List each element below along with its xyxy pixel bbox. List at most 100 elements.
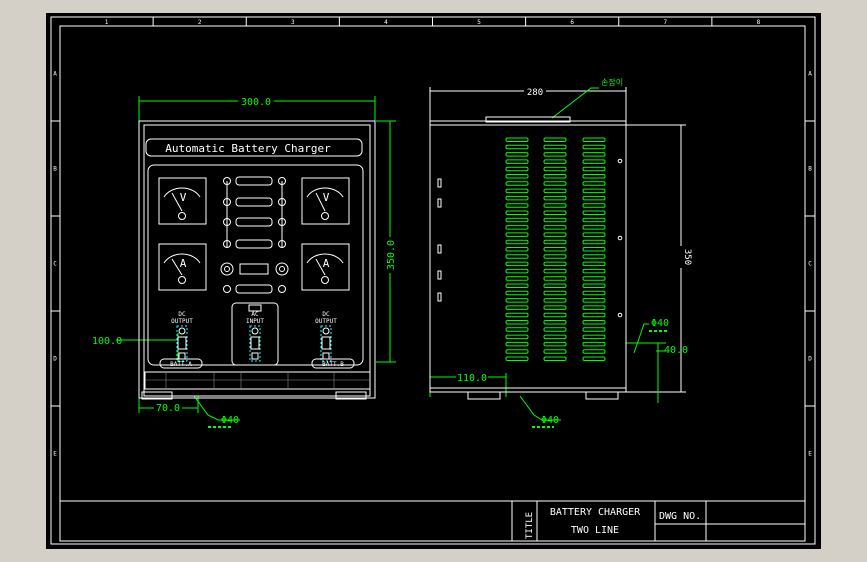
outer-frame: [50, 16, 816, 545]
vent-slot: [543, 166, 567, 172]
vent-slot: [543, 268, 567, 274]
vent-slot: [505, 276, 529, 281]
vent-slot: [505, 144, 529, 150]
vent-slot: [543, 290, 567, 296]
vent-slot: [505, 298, 529, 303]
column-mark: 3: [291, 19, 295, 26]
vent-slot: [505, 174, 529, 179]
vent-slot: [582, 276, 606, 281]
row-mark-left: C: [53, 261, 57, 268]
front-width-dimension: 300.0: [138, 95, 376, 121]
vent-slot: [543, 217, 567, 223]
vent-slot: [543, 152, 567, 157]
ammeter-left: A: [158, 243, 207, 291]
vent-slot: [582, 152, 606, 157]
vent-slot: [543, 203, 567, 208]
vent-slot: [582, 334, 606, 340]
vent-slot: [543, 159, 567, 164]
handle-leader: 손잡이: [551, 77, 623, 119]
vent-slot: [582, 203, 606, 208]
row-mark-right: D: [808, 356, 812, 363]
side-height-label: 350: [682, 249, 692, 265]
ammeter-left-glyph: A: [180, 257, 187, 270]
panel-title: Automatic Battery Charger: [165, 142, 331, 155]
row-mark-left: E: [53, 451, 57, 458]
vent-slot: [543, 239, 567, 245]
voltmeter-left: V: [158, 177, 207, 225]
vent-slot: [543, 210, 567, 215]
front-hole-callout: Φ40: [193, 395, 240, 428]
ventilation-slots: [505, 137, 606, 361]
column-mark: 2: [198, 19, 202, 26]
indicator-column: [220, 176, 289, 294]
front-foot-right: [335, 391, 367, 400]
vent-slot: [543, 320, 567, 325]
front-left-label: 100.0: [92, 336, 122, 347]
vent-slot: [543, 341, 567, 347]
side-bottom-label: 110.0: [457, 373, 487, 384]
side-width-label: 280: [527, 88, 543, 98]
dc-output-right-line1: DC: [322, 311, 330, 318]
vent-slot: [582, 305, 606, 310]
front-bottom-label: 70.0: [156, 403, 180, 414]
vent-slot: [505, 283, 529, 288]
title-line-2: TWO LINE: [571, 525, 619, 536]
voltmeter-right: V: [301, 177, 350, 225]
column-mark: 4: [384, 19, 388, 26]
vent-slot: [505, 349, 529, 354]
front-cabinet: [138, 120, 376, 399]
vent-slot: [505, 356, 529, 361]
side-height-dimension: 350: [626, 124, 692, 393]
dc-output-right-line2: OUTPUT: [315, 318, 337, 325]
vent-slot: [543, 195, 567, 201]
vent-slot: [543, 356, 567, 361]
row-mark-right: E: [808, 451, 812, 458]
panel-title-plate: [145, 138, 363, 157]
vent-slot: [543, 232, 567, 237]
vent-slot: [582, 174, 606, 179]
ammeter-right: A: [301, 243, 350, 291]
front-view: 300.0 350.0 100.0 70.0 Φ40: [92, 95, 397, 428]
vent-slot: [505, 327, 529, 332]
column-mark: 7: [664, 19, 668, 26]
selector-switch-left: [220, 262, 234, 276]
title-block: TITLE BATTERY CHARGER TWO LINE DWG NO.: [59, 500, 806, 542]
vent-slot: [505, 268, 529, 274]
vent-slot: [543, 283, 567, 288]
voltmeter-left-glyph: V: [180, 191, 187, 204]
dc-output-left-line1: DC: [178, 311, 186, 318]
batt-left-plate: [159, 358, 203, 369]
vent-slot: [543, 276, 567, 281]
row-mark-right: B: [808, 166, 812, 173]
vent-slot: [582, 290, 606, 296]
vent-slot: [543, 334, 567, 340]
vent-slot: [543, 261, 567, 267]
vent-slot: [505, 261, 529, 267]
vent-slot: [582, 356, 606, 361]
vent-slot: [543, 305, 567, 310]
vent-slot: [582, 239, 606, 245]
vent-slot: [505, 152, 529, 157]
vent-slot: [582, 312, 606, 318]
vent-slot: [505, 341, 529, 347]
vent-slot: [505, 217, 529, 223]
title-label: TITLE: [525, 512, 535, 539]
vent-slot: [543, 137, 567, 142]
front-foot-left: [141, 391, 173, 400]
handle-label: 손잡이: [601, 77, 623, 87]
vent-slot: [543, 188, 567, 194]
vent-slot: [582, 298, 606, 303]
selector-switch-right: [275, 262, 289, 276]
vent-slot: [505, 290, 529, 296]
side-bottom-hole-label: Φ40: [541, 415, 559, 426]
row-mark-left: A: [53, 71, 57, 78]
vent-slot: [505, 320, 529, 325]
vent-slot: [582, 210, 606, 215]
vent-slot: [505, 166, 529, 172]
batt-left-label: BATT.A: [170, 361, 192, 368]
row-mark-left: D: [53, 356, 57, 363]
vent-slot: [582, 268, 606, 274]
